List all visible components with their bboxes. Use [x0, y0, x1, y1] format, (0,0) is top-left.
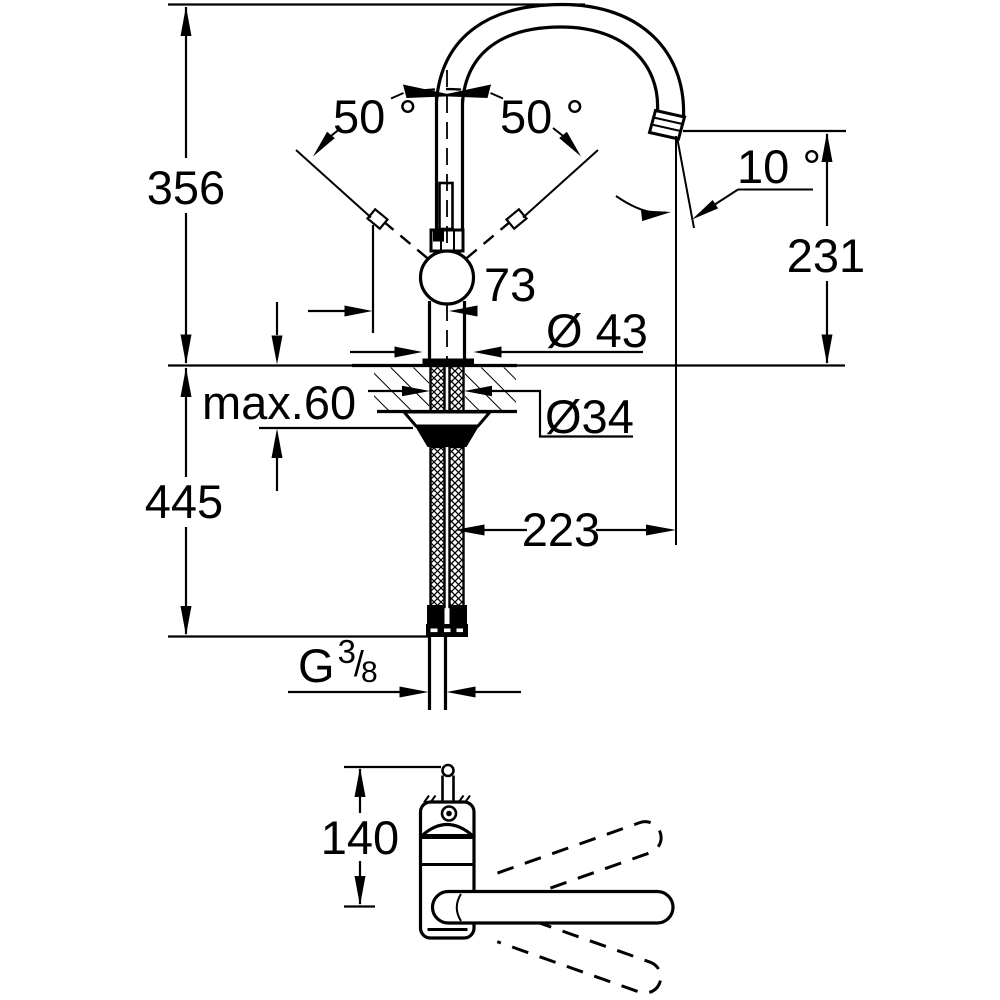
front-view: 356 445 231 max.60 73 — [145, 2, 865, 710]
spout-outer-arc — [434, 2, 686, 118]
dimension-223: 223 — [454, 503, 676, 556]
outlet-angle-indication — [615, 136, 813, 545]
dimension-thread: G3/8 — [288, 633, 521, 698]
dim-below-deck-length: 445 — [145, 475, 223, 528]
dimension-140: 140 — [321, 765, 441, 908]
topview-lever — [430, 889, 675, 925]
dim-spout-height: 231 — [787, 229, 865, 282]
dim-base-diameter: Ø 43 — [546, 304, 648, 357]
dim-deck-thickness: max.60 — [202, 376, 356, 429]
dimension-231: 231 — [787, 132, 865, 364]
dimension-73: 73 — [308, 225, 536, 333]
top-view: 140 — [321, 763, 675, 995]
lever-handle — [429, 95, 465, 253]
dim-outlet-angle: 10 ° — [737, 140, 821, 193]
dim-shank-diameter: Ø34 — [545, 390, 634, 443]
dimension-d43: Ø 43 — [350, 304, 648, 358]
faucet-body — [418, 2, 687, 367]
lever-endcap-left — [365, 207, 390, 231]
dimension-d34: Ø34 — [368, 385, 634, 443]
mounting-nut — [400, 410, 494, 428]
base-flange — [422, 358, 474, 367]
dim-spout-reach: 223 — [522, 503, 600, 556]
lever-endcap-right — [504, 207, 529, 231]
dim-swivel-right: 50 ° — [500, 90, 584, 143]
topview-spout-tip — [441, 763, 455, 801]
spout-inner-arc — [460, 25, 660, 112]
dim-handle-offset: 73 — [484, 258, 536, 311]
mounting-and-hoses — [400, 364, 494, 710]
dim-thread-size: G3/8 — [298, 633, 378, 692]
topview-lever-swing-positions — [496, 820, 663, 995]
dimension-356-445: 356 445 — [145, 6, 225, 636]
dim-total-height: 356 — [147, 161, 225, 214]
dim-swivel-left: 50 ° — [333, 90, 417, 143]
pivot-ball — [418, 249, 476, 306]
dimension-max60: max.60 — [202, 302, 413, 491]
dim-handle-depth: 140 — [321, 811, 399, 864]
swivel-indication — [295, 84, 599, 261]
